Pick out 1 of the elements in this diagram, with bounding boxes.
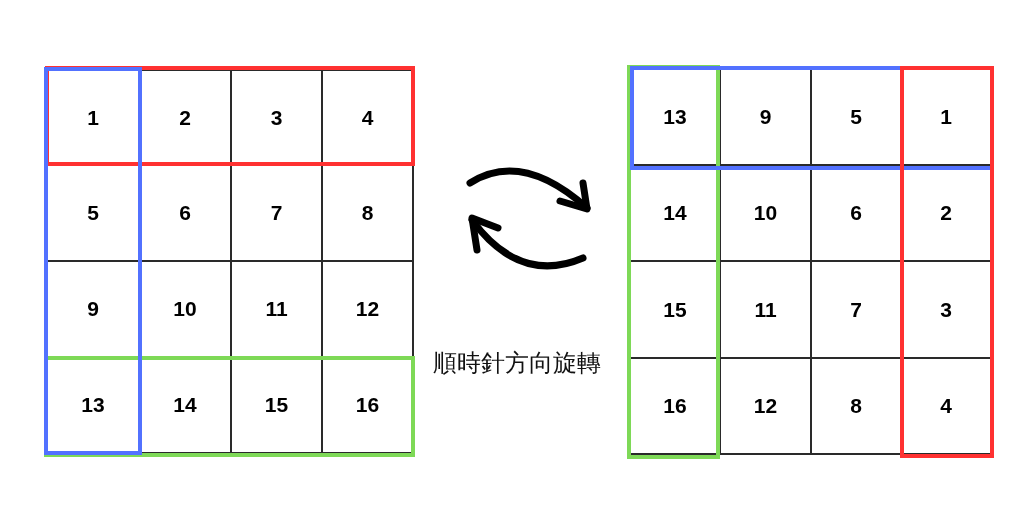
caption-text: 順時針方向旋轉: [433, 349, 601, 377]
